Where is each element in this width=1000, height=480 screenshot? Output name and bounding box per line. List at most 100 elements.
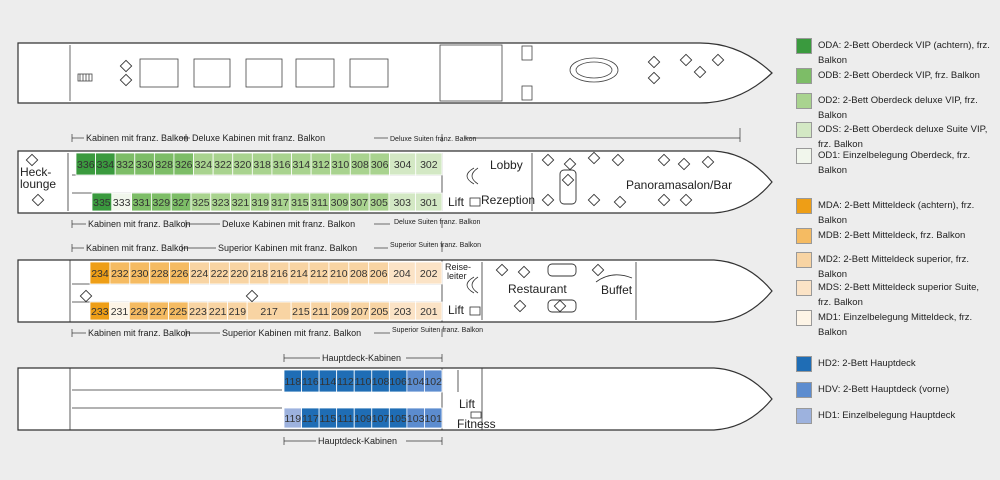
cabin-number: 217 xyxy=(260,306,278,318)
legend-text: HD1: Einzelbelegung Hauptdeck xyxy=(818,410,956,421)
legend-text: HD2: 2-Bett Hauptdeck xyxy=(818,358,916,369)
table-icon xyxy=(553,299,567,313)
legend-swatch xyxy=(796,356,812,372)
upper-top-label-dlx: Deluxe Kabinen mit franz. Balkon xyxy=(192,133,325,143)
cabin-number: 324 xyxy=(195,159,213,171)
cabin-number: 221 xyxy=(209,306,227,318)
middle-top-label-kab: Kabinen mit franz. Balkon xyxy=(86,243,189,253)
legend-swatch xyxy=(796,122,812,138)
middle-bottom-cabin-201[interactable] xyxy=(415,301,443,321)
main-bot-label: Hauptdeck-Kabinen xyxy=(318,436,397,446)
middle-top-cabin-202[interactable] xyxy=(414,261,443,285)
table-icon xyxy=(541,153,555,167)
legend-text: MDA: 2-Bett Mitteldeck (achtern), frz. B… xyxy=(818,200,975,226)
table-icon xyxy=(677,157,691,171)
cabin-number: 109 xyxy=(354,413,372,425)
furniture xyxy=(25,53,725,313)
cabin-number: 233 xyxy=(91,306,109,318)
main-top-cabin-102[interactable] xyxy=(424,369,443,393)
cabin-number: 302 xyxy=(420,159,438,171)
cabin-number: 321 xyxy=(232,197,250,209)
main-lift-label: Lift xyxy=(459,397,476,411)
legend-swatch xyxy=(796,408,812,424)
legend-item-md2: MD2: 2-Bett Mitteldeck superior, frz. Ba… xyxy=(796,252,990,282)
legend-swatch xyxy=(796,198,812,214)
table-icon xyxy=(25,153,39,167)
legend-text: ODB: 2-Bett Oberdeck VIP, frz. Balkon xyxy=(818,70,980,81)
cabin-number: 327 xyxy=(172,197,190,209)
main-bottom-cabin-101[interactable] xyxy=(424,407,443,429)
legend-swatch xyxy=(796,148,812,164)
cabin-number: 323 xyxy=(212,197,230,209)
table-icon xyxy=(31,193,45,207)
cabin-number: 107 xyxy=(372,413,390,425)
legend-item-hdv: HDV: 2-Bett Hauptdeck (vorne) xyxy=(796,382,990,398)
cabin-number: 212 xyxy=(310,268,328,280)
cabin-number: 216 xyxy=(270,268,288,280)
cabin-number: 106 xyxy=(389,376,407,388)
legend-swatch xyxy=(796,38,812,54)
legend-swatch xyxy=(796,93,812,109)
rezeption-label: Rezeption xyxy=(481,193,535,207)
cabin-number: 315 xyxy=(291,197,309,209)
legend-text: OD2: 2-Bett Oberdeck deluxe VIP, frz. Ba… xyxy=(818,95,978,121)
cabin-number: 230 xyxy=(131,268,149,280)
cabin-number: 310 xyxy=(332,159,350,171)
cabin-number: 322 xyxy=(214,159,232,171)
main-deck-hull xyxy=(17,367,773,431)
cabin-number: 309 xyxy=(331,197,349,209)
cabin-number: 318 xyxy=(253,159,271,171)
cabin-number: 333 xyxy=(113,197,131,209)
legend-item-mdb: MDB: 2-Bett Mitteldeck, frz. Balkon xyxy=(796,228,990,244)
cabin-number: 223 xyxy=(189,306,207,318)
cabin-number: 325 xyxy=(192,197,210,209)
cabin-number: 214 xyxy=(290,268,308,280)
legend-text: ODS: 2-Bett Oberdeck deluxe Suite VIP, f… xyxy=(818,124,988,150)
cabin-number: 211 xyxy=(312,306,329,318)
upper-top-label-suite: Deluxe Suiten franz. Balkon xyxy=(390,136,476,143)
heck-lounge-label-1: Heck- xyxy=(20,165,51,179)
panoramasalon-label: Panoramasalon/Bar xyxy=(626,178,732,192)
cabin-number: 316 xyxy=(273,159,291,171)
cabin-number: 119 xyxy=(284,413,301,425)
cabin-number: 311 xyxy=(311,197,328,209)
upper-top-cabin-302[interactable] xyxy=(415,152,443,176)
cabin-number: 307 xyxy=(350,197,368,209)
cabin-number: 206 xyxy=(370,268,388,280)
cabin-number: 336 xyxy=(77,159,95,171)
table-icon xyxy=(119,59,133,73)
cabin-number: 207 xyxy=(351,306,369,318)
table-icon xyxy=(245,289,259,303)
cabin-number: 306 xyxy=(371,159,389,171)
legend-swatch xyxy=(796,68,812,84)
cabin-number: 202 xyxy=(420,268,438,280)
cabin-number: 335 xyxy=(93,197,111,209)
upper-bottom-cabin-301[interactable] xyxy=(415,192,443,212)
table-icon xyxy=(591,263,605,277)
cabin-number: 103 xyxy=(407,413,425,425)
sun-deck-hull xyxy=(17,42,773,104)
main-top-label: Hauptdeck-Kabinen xyxy=(322,353,401,363)
legend-item-md1: MD1: Einzelbelegung Mitteldeck, frz. Bal… xyxy=(796,310,990,340)
table-icon xyxy=(119,73,133,87)
cabin-number: 114 xyxy=(320,376,337,388)
legend-text: HDV: 2-Bett Hauptdeck (vorne) xyxy=(818,384,950,395)
cabin-number: 234 xyxy=(91,268,109,280)
middle-bot-label-suite: Superior Suiten franz. Balkon xyxy=(392,327,483,334)
upper-bot-label-kab: Kabinen mit franz. Balkon xyxy=(88,219,191,229)
legend-swatch xyxy=(796,310,812,326)
cabin-number: 231 xyxy=(111,306,129,318)
lobby-label: Lobby xyxy=(490,158,523,172)
table-icon xyxy=(563,157,577,171)
cabin-number: 314 xyxy=(293,159,311,171)
legend-item-od2: OD2: 2-Bett Oberdeck deluxe VIP, frz. Ba… xyxy=(796,93,990,123)
middle-top-label-sup: Superior Kabinen mit franz. Balkon xyxy=(218,243,357,253)
cabin-number: 232 xyxy=(111,268,129,280)
cabin-number: 208 xyxy=(350,268,368,280)
middle-top-label-suite: Superior Suiten franz. Balkon xyxy=(390,242,481,249)
cabin-number: 104 xyxy=(407,376,425,388)
cabin-number: 105 xyxy=(389,413,407,425)
table-icon xyxy=(79,289,93,303)
cabin-number: 228 xyxy=(151,268,169,280)
